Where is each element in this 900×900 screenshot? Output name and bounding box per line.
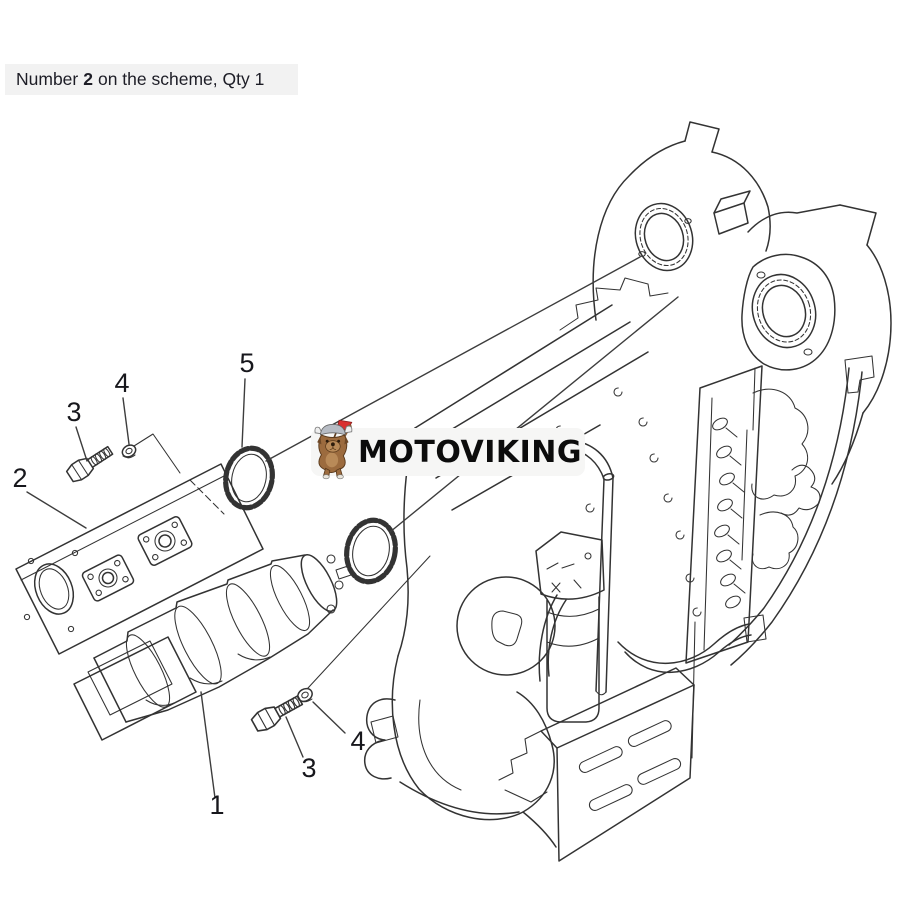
callout-5-5: 5 — [239, 348, 254, 378]
mounting-plate-part2 — [15, 463, 264, 655]
callout-2-2: 2 — [12, 463, 27, 493]
scheme-note-part-number: 2 — [83, 69, 93, 89]
callout-4-7: 4 — [350, 726, 365, 756]
scheme-note-word: Number — [16, 69, 79, 89]
transmission-housing — [363, 121, 892, 848]
leader-line-3 — [75, 426, 88, 462]
leader-line-8 — [285, 716, 304, 758]
viking-dog-mascot-icon — [314, 419, 353, 480]
bolt-part3-top — [65, 445, 114, 483]
scheme-note: Number 2 on the scheme, Qty 1 — [5, 64, 299, 95]
watermark-badge: MOTOVIKING — [311, 419, 585, 480]
callout-labels: 1 2 3 4 5 3 4 — [12, 348, 365, 820]
callout-4-4: 4 — [114, 368, 129, 398]
o-ring-part5-left — [223, 445, 275, 511]
oil-pan — [498, 621, 696, 862]
washer-part4-top — [121, 444, 137, 459]
callout-3-6: 3 — [301, 753, 316, 783]
leader-line-9 — [312, 701, 346, 734]
leader-line-1 — [200, 691, 216, 799]
o-ring-part5-right — [344, 517, 398, 585]
bolt-part3-bottom — [250, 695, 304, 732]
hoses-pipes — [538, 439, 767, 696]
gear-pump-part1 — [73, 433, 431, 741]
watermark-text: MOTOVIKING — [358, 434, 583, 470]
callout-3-3: 3 — [66, 397, 81, 427]
filter-cylinder — [535, 531, 605, 723]
scheme-note-rest: on the scheme, Qty 1 — [97, 69, 265, 89]
leader-line-4 — [122, 397, 130, 445]
leader-line-7 — [389, 296, 679, 533]
leader-line-2 — [26, 491, 87, 529]
callout-1-1: 1 — [209, 790, 224, 820]
washer-part4-bottom — [297, 687, 313, 703]
leader-line-5 — [241, 378, 246, 448]
